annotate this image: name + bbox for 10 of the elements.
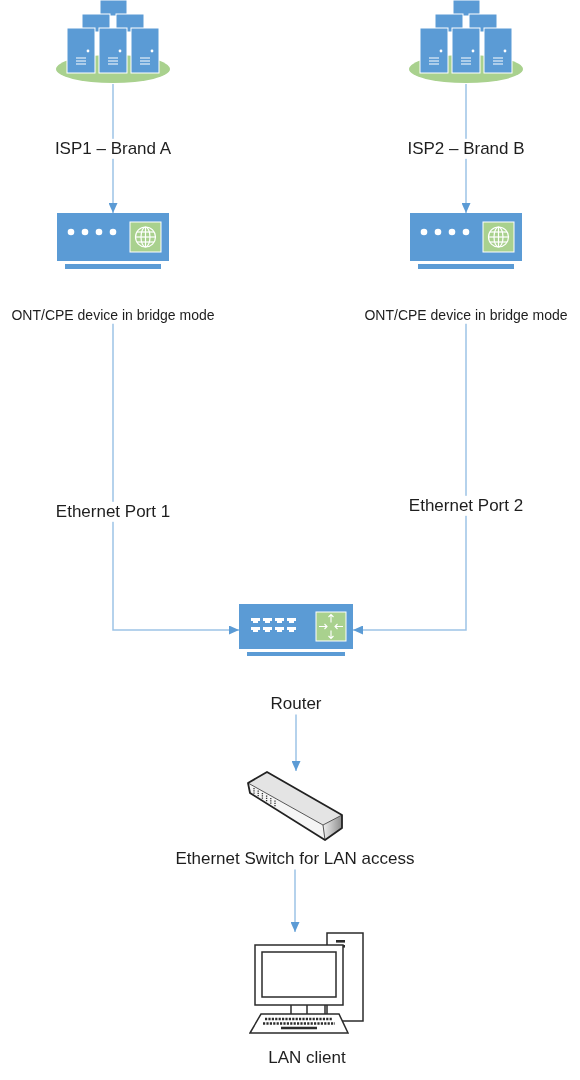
device-label: LAN client — [268, 1048, 346, 1069]
arrow — [461, 83, 471, 214]
device-label: Router — [270, 694, 322, 715]
device-label: ONT/CPE device in bridge mode — [364, 307, 568, 324]
arrow — [290, 868, 300, 933]
device-label: Ethernet Switch for LAN access — [175, 849, 415, 870]
arrow — [112, 323, 240, 635]
arrow — [352, 323, 467, 635]
arrow — [291, 713, 301, 772]
device-label: ONT/CPE device in bridge mode — [11, 307, 215, 324]
